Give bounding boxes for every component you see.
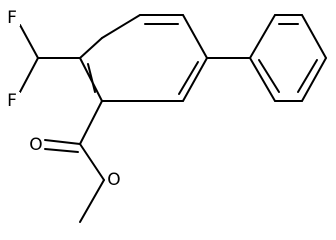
label-bg: [106, 170, 122, 188]
bond: [301, 57, 327, 102]
bond-inner: [87, 63, 96, 93]
molecule-canvas: F F O O: [6, 8, 327, 223]
ester-group: [44, 100, 105, 223]
bond-inner: [297, 59, 318, 93]
bond: [19, 57, 39, 93]
phenyl-ring: [206, 14, 327, 102]
label-bg: [6, 92, 20, 110]
fluorine-atom-top: F: [7, 8, 17, 28]
carbonyl-oxygen-atom: O: [29, 135, 42, 155]
bond: [44, 139, 81, 145]
bond-inner: [258, 59, 280, 93]
bond: [249, 14, 276, 59]
label-bg: [28, 136, 44, 154]
ester-oxygen-atom: O: [107, 170, 120, 190]
bond: [79, 100, 103, 145]
atom-labels: F F O O: [6, 8, 122, 190]
bond: [79, 143, 105, 181]
bond: [249, 57, 276, 102]
bond: [301, 14, 327, 59]
bond: [79, 37, 103, 59]
fluorine-atom-bottom: F: [7, 91, 17, 111]
bond: [182, 57, 208, 102]
difluoromethyl-group: [19, 24, 81, 93]
bond-inner: [178, 61, 199, 95]
bond: [182, 14, 208, 59]
structure-drawing: F F O O: [6, 8, 327, 223]
left-ring: [79, 14, 208, 102]
bond: [19, 24, 39, 59]
bond: [79, 179, 105, 223]
bond: [101, 14, 141, 39]
bond: [44, 148, 79, 153]
label-bg: [6, 8, 20, 26]
